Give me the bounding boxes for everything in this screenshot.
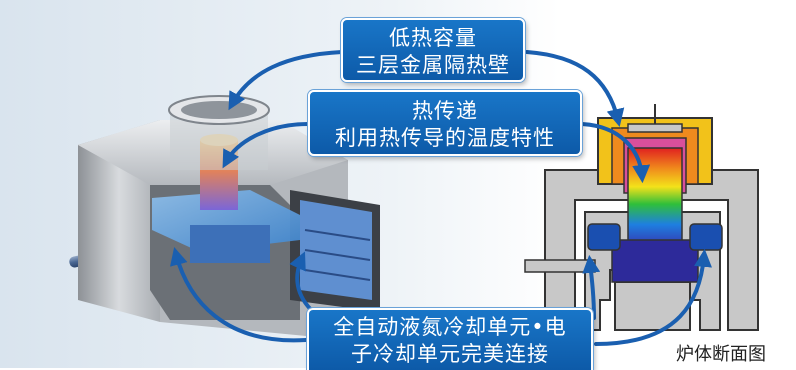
cooling-base	[190, 225, 270, 263]
arrow-cooling-right	[582, 254, 601, 320]
arrow-cooling-far-left	[170, 247, 308, 343]
arrow-capacity-right	[525, 50, 625, 128]
cooling-block-left	[587, 223, 621, 251]
cooling-fin	[304, 269, 371, 281]
cooling-block-right	[689, 223, 723, 251]
arrow-transfer-left	[222, 122, 310, 169]
cooling-fin	[304, 229, 371, 241]
callout-line: 全自动液氮冷却单元•电	[333, 315, 567, 339]
temperature-gradient-core	[627, 147, 683, 251]
callout-low-heat-capacity: 低热容量 三层金属隔热壁	[341, 18, 525, 82]
arrow-transfer-right	[580, 122, 651, 184]
cooling-unit-panel	[300, 200, 372, 300]
furnace-side-pipe	[524, 259, 596, 273]
callout-line: 三层金属隔热壁	[356, 53, 510, 77]
furnace-lid	[627, 123, 683, 133]
callout-line: 热传递	[412, 99, 478, 123]
arrow-capacity-left	[228, 50, 344, 111]
callout-line: 子冷却单元完美连接	[351, 342, 549, 366]
callout-line: 低热容量	[389, 26, 477, 50]
callout-heat-transfer: 热传递 利用热传导的温度特性	[308, 90, 582, 156]
crucible-opening	[181, 101, 257, 119]
cross-section-diagram	[524, 104, 759, 331]
arrows	[170, 50, 712, 346]
cooling-fin	[304, 249, 371, 261]
arrow-cooling-far-right	[594, 248, 712, 346]
furnace-base	[614, 281, 691, 331]
callout-line: 利用热传导的温度特性	[335, 126, 555, 150]
cross-section-caption: 炉体断面图	[676, 344, 766, 365]
cooling-stage	[611, 239, 699, 283]
callout-cooling-units: 全自动液氮冷却单元•电 子冷却单元完美连接	[307, 308, 593, 370]
